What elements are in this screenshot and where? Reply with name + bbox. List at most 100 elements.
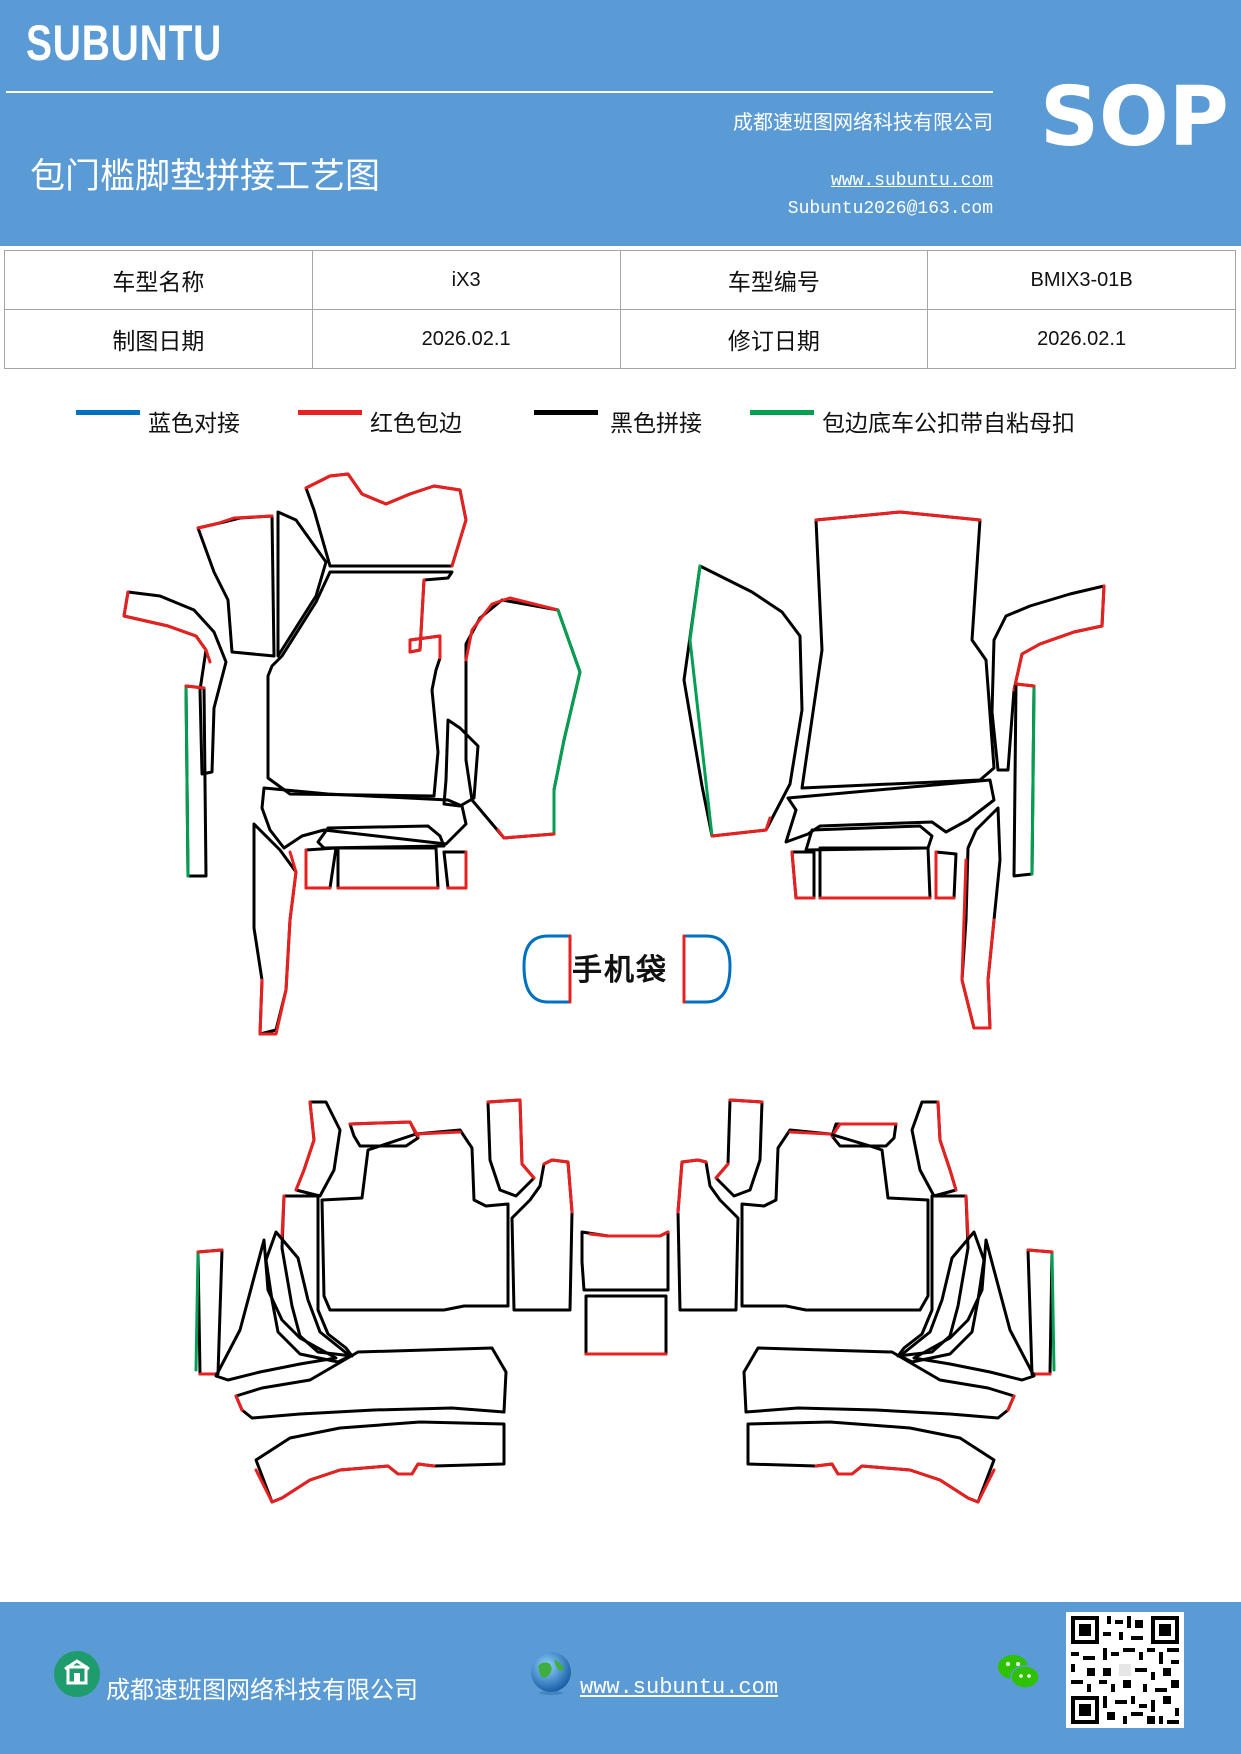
legend-swatch (750, 410, 814, 415)
info-table: 车型名称 iX3 车型编号 BMIX3-01B 制图日期 2026.02.1 修… (4, 250, 1236, 369)
table-row: 制图日期 2026.02.1 修订日期 2026.02.1 (4, 309, 1236, 369)
mat-piece (464, 598, 582, 840)
legend-swatch (76, 410, 140, 415)
mat-piece (542, 1158, 574, 1214)
mat-piece (348, 1120, 420, 1148)
mat-piece (682, 564, 804, 838)
mat-piece (740, 1128, 930, 1312)
mat-piece (254, 1462, 436, 1504)
mat-piece (1050, 1250, 1056, 1372)
model-name-value: iX3 (311, 250, 621, 310)
sop-label: SOP (1040, 70, 1229, 165)
mat-piece (1026, 1248, 1054, 1376)
mat-piece (464, 596, 560, 662)
mat-piece (348, 1120, 420, 1138)
pocket-right-edge (682, 934, 732, 1004)
mat-piece (316, 824, 446, 850)
wechat-icon (995, 1650, 1043, 1694)
mat-piece (414, 1130, 462, 1136)
mat-piece (184, 684, 206, 690)
building-icon (54, 1651, 100, 1697)
mat-group-bottom-right (676, 1098, 1056, 1504)
model-code-value: BMIX3-01B (927, 250, 1236, 310)
mat-piece (688, 564, 714, 838)
mat-piece (676, 1158, 740, 1312)
mat-piece (830, 1122, 898, 1138)
mat-group-bottom-left (194, 1098, 574, 1504)
footer-website-link[interactable]: www.subuntu.com (580, 1675, 779, 1700)
legend-label: 包边底车公扣带自粘母扣 (822, 411, 1075, 437)
mat-piece (234, 1346, 508, 1420)
legend-swatch (298, 410, 362, 415)
mat-piece (1012, 584, 1106, 692)
mat-piece (818, 846, 932, 900)
mat-splicing-diagram (122, 472, 1106, 1504)
mat-piece (936, 1100, 958, 1192)
draw-date-label: 制图日期 (4, 309, 313, 369)
mat-piece (304, 846, 338, 890)
mat-piece (814, 510, 982, 522)
model-code-label: 车型编号 (619, 250, 929, 310)
mat-piece (408, 578, 442, 660)
qr-code (1066, 1612, 1184, 1728)
legend-label: 蓝色对接 (148, 411, 240, 437)
brand-logo: SUBUNTU (26, 15, 223, 71)
mat-piece (710, 816, 772, 838)
mat-piece (294, 1100, 316, 1192)
mat-piece (276, 510, 328, 658)
mat-piece (442, 850, 468, 890)
mat-piece (196, 1248, 224, 1376)
mat-piece (214, 1238, 338, 1382)
mat-piece (934, 850, 956, 900)
mat-piece (788, 1130, 832, 1136)
header-divider (6, 91, 993, 93)
mat-piece (964, 1194, 970, 1238)
mat-piece (990, 584, 1106, 772)
mat-piece (584, 1294, 668, 1356)
mat-piece (934, 850, 958, 900)
mat-piece (912, 1238, 1036, 1382)
mat-piece (790, 850, 816, 900)
mat-piece (260, 786, 468, 850)
mat-piece (910, 1100, 958, 1198)
mat-piece (1006, 1394, 1016, 1412)
mat-group-top-right (682, 510, 1106, 1030)
model-name-label: 车型名称 (4, 250, 313, 310)
draw-date-value: 2026.02.1 (311, 309, 621, 369)
mat-piece (552, 608, 582, 836)
mat-piece (294, 1100, 342, 1198)
header-website-link[interactable]: www.subuntu.com (830, 171, 993, 191)
mat-piece (442, 718, 480, 808)
mat-piece (194, 1250, 200, 1372)
mat-piece (676, 1158, 708, 1214)
mat-piece (960, 858, 996, 1030)
table-row: 车型名称 iX3 车型编号 BMIX3-01B (4, 250, 1236, 310)
mat-piece (814, 1462, 996, 1504)
mat-piece (714, 1098, 764, 1198)
mat-piece (486, 1098, 536, 1198)
phone-pocket-label: 手机袋 (572, 953, 668, 988)
phone-pocket (522, 934, 732, 1004)
mat-piece (804, 824, 934, 852)
footer-company: 成都速班图网络科技有限公司 (106, 1676, 418, 1704)
mat-piece (486, 1098, 536, 1180)
revise-date-label: 修订日期 (619, 309, 929, 369)
mat-piece (800, 510, 996, 790)
mat-piece (742, 1346, 1016, 1420)
mat-piece (960, 806, 1002, 1030)
mat-piece (496, 828, 556, 840)
mat-group-bottom-center (580, 1230, 670, 1356)
header-company: 成都速班图网络科技有限公司 (733, 110, 993, 134)
globe-icon (528, 1650, 574, 1696)
mat-piece (336, 846, 440, 890)
legend: 蓝色对接 红色包边 黑色拼接 包边底车公扣带自粘母扣 (0, 400, 1241, 440)
mat-piece (1014, 682, 1036, 688)
mat-piece (266, 570, 454, 798)
mat-piece (304, 848, 332, 890)
mat-piece (784, 778, 996, 844)
mat-piece (280, 1194, 286, 1238)
mat-piece (184, 684, 190, 878)
mat-group-top-left (122, 472, 582, 1036)
mat-piece (304, 472, 468, 568)
mat-piece (122, 590, 212, 664)
